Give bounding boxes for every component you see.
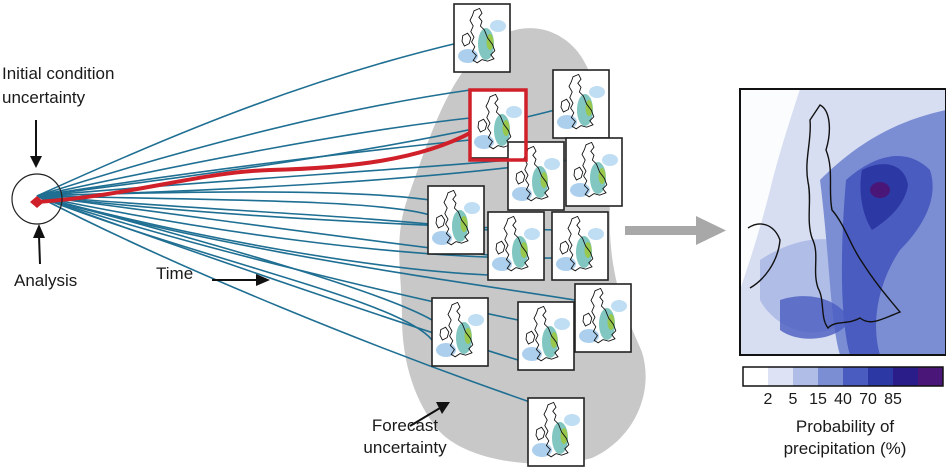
forecast-uncertainty-label: Forecast uncertainty (350, 415, 460, 459)
probability-map (739, 88, 946, 356)
forecast-map (518, 302, 574, 370)
analysis-map-highlight (468, 88, 528, 162)
legend-swatch (893, 367, 919, 386)
forecast-map (575, 284, 631, 352)
initial-label-line2: uncertainty (2, 88, 86, 107)
probability-legend-bar (742, 366, 944, 387)
legend-border (742, 366, 944, 387)
forecast-map (454, 4, 510, 72)
legend-swatch (793, 367, 819, 386)
analysis-label: Analysis (14, 271, 78, 290)
legend-swatch (768, 367, 794, 386)
legend-tick-label: 15 (809, 391, 827, 408)
forecast-map (566, 138, 622, 206)
forecast-map (432, 298, 488, 366)
forecast-label-line1: Forecast (371, 416, 439, 435)
result-arrow (625, 216, 726, 245)
forecast-map (528, 398, 584, 466)
forecast-map (428, 186, 484, 254)
legend-title-line2: precipitation (%) (783, 439, 907, 458)
initial-label-line1: Initial condition (2, 64, 115, 83)
legend-title-line1: Probability of (795, 417, 895, 436)
legend-tick-label: 5 (788, 391, 798, 408)
forecast-map (488, 212, 544, 280)
legend-title: Probability of precipitation (%) (742, 416, 946, 460)
analysis-trajectory (36, 130, 473, 204)
forecast-map (508, 142, 564, 210)
forecast-map (553, 70, 609, 138)
legend-tick-label: 70 (859, 391, 877, 408)
legend-swatch (868, 367, 894, 386)
legend-tick-label: 2 (763, 391, 773, 408)
initial-condition-circle (11, 173, 63, 225)
analysis-point (30, 196, 44, 208)
legend-tick-label: 85 (884, 391, 902, 408)
legend-swatch (918, 367, 944, 386)
legend-swatch (818, 367, 844, 386)
legend-tick-label: 40 (834, 391, 852, 408)
legend-swatch (843, 367, 869, 386)
forecast-map (552, 212, 608, 280)
initial-condition-label: Initial condition uncertainty (2, 62, 152, 110)
time-label: Time (156, 264, 194, 283)
label-arrows (30, 120, 450, 427)
legend-swatch (743, 367, 769, 386)
forecast-label-line2: uncertainty (363, 438, 447, 457)
